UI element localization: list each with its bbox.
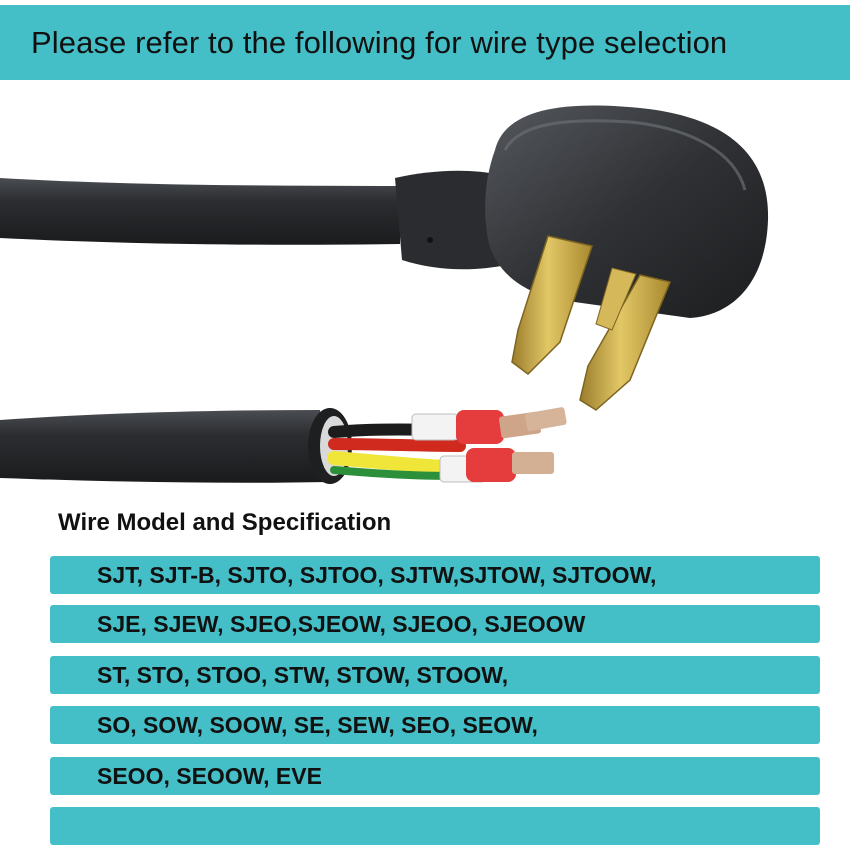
spec-row-1: SJT, SJT-B, SJTO, SJTOO, SJTW,SJTOW, SJT… bbox=[50, 556, 820, 594]
spec-row-6 bbox=[50, 807, 820, 845]
spec-row-text: SJT, SJT-B, SJTO, SJTOO, SJTW,SJTOW, SJT… bbox=[97, 561, 657, 588]
power-cord-plug-icon bbox=[0, 105, 769, 484]
spec-title: Wire Model and Specification bbox=[58, 509, 392, 536]
spec-row-text: SEOO, SEOOW, EVE bbox=[97, 762, 322, 789]
spec-row-text: ST, STO, STOO, STW, STOW, STOOW, bbox=[97, 661, 509, 688]
spec-row-4: SO, SOW, SOOW, SE, SEW, SEO, SEOW, bbox=[50, 706, 820, 744]
spec-row-3: ST, STO, STOO, STW, STOW, STOOW, bbox=[50, 656, 820, 694]
header-banner: Please refer to the following for wire t… bbox=[0, 5, 850, 80]
header-text: Please refer to the following for wire t… bbox=[31, 24, 728, 60]
spec-row-text: SO, SOW, SOOW, SE, SEW, SEO, SEOW, bbox=[97, 711, 538, 738]
spec-row-5: SEOO, SEOOW, EVE bbox=[50, 757, 820, 795]
spec-row-text: SJE, SJEW, SJEO,SJEOW, SJEOO, SJEOOW bbox=[97, 610, 586, 637]
spec-row-2: SJE, SJEW, SJEO,SJEOW, SJEOO, SJEOOW bbox=[50, 605, 820, 643]
